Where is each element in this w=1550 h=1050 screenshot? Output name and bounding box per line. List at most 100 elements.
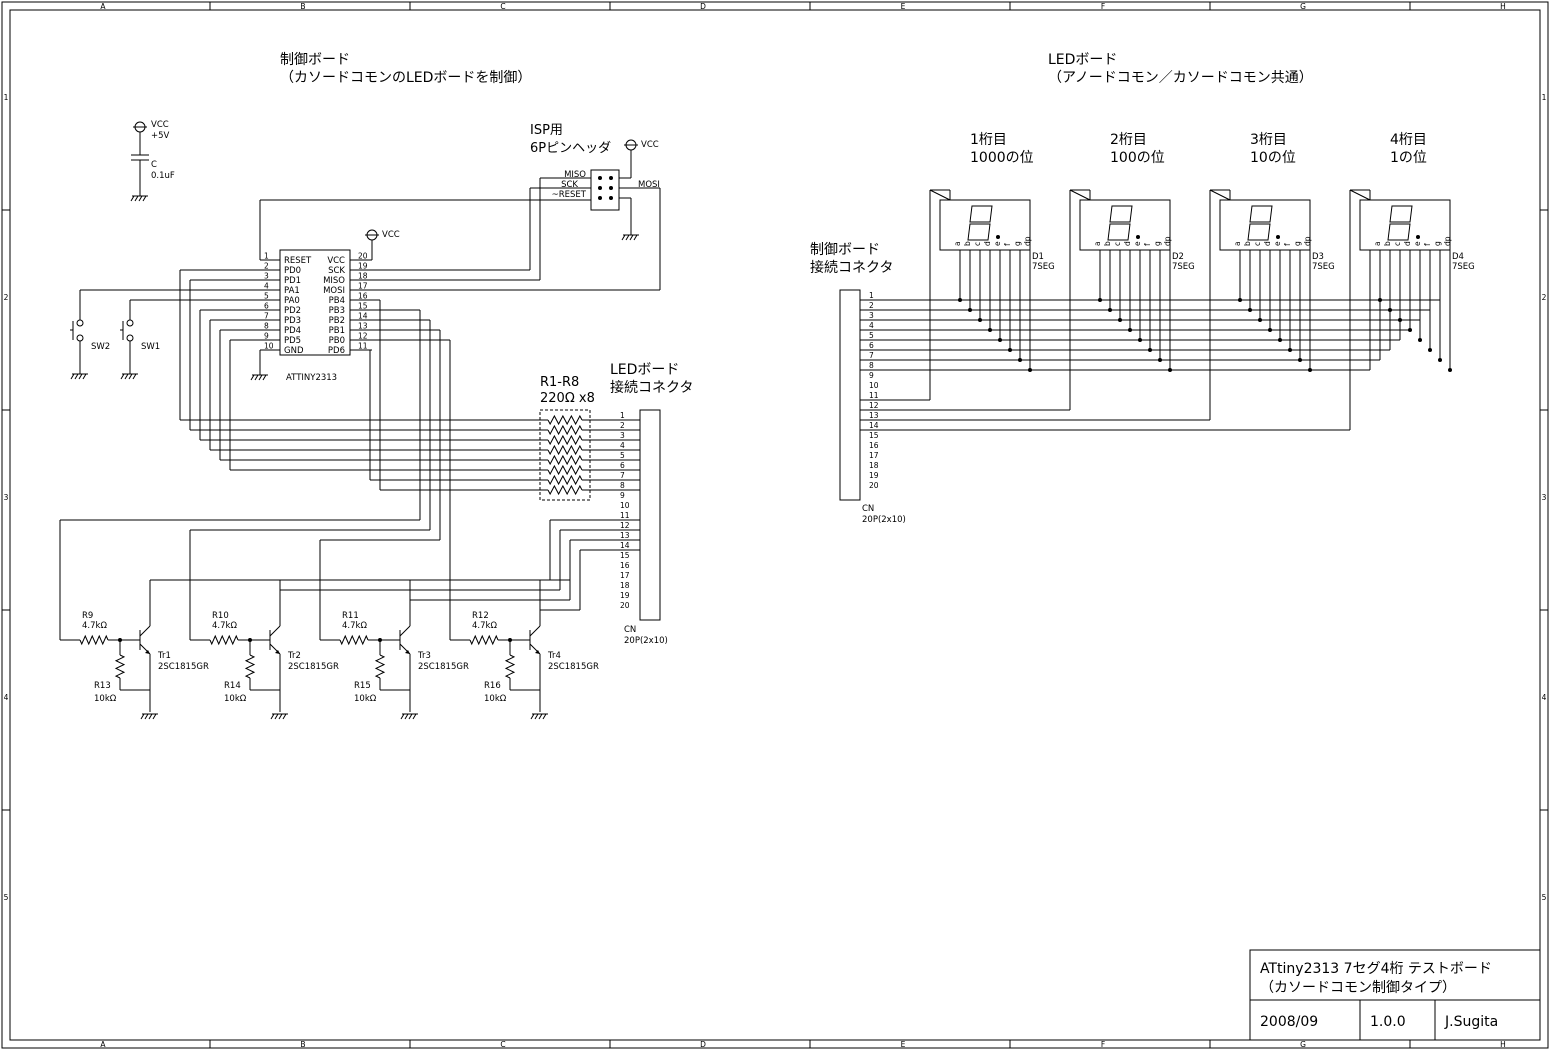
ctrl-connector-subtitle: 接続コネクタ bbox=[810, 259, 893, 276]
resistor-array-ref: R1-R8 bbox=[540, 375, 579, 390]
junction-dot bbox=[1438, 358, 1442, 362]
control-board-subtitle: （カソードコモンのLEDボードを制御） bbox=[280, 70, 531, 86]
transistor-part: 2SC1815GR bbox=[548, 662, 599, 672]
pulldown-resistor-value: 10kΩ bbox=[484, 694, 507, 704]
ground-hatch bbox=[282, 713, 287, 720]
led-board-connector: LEDボード 接続コネクタ 12345678910111213141516171… bbox=[610, 362, 693, 646]
emitter-arrow bbox=[275, 650, 280, 654]
transistor-part: 2SC1815GR bbox=[418, 662, 469, 672]
digit-position-label: 4桁目 bbox=[1390, 132, 1427, 148]
transistor-ref: Tr1 bbox=[157, 651, 171, 661]
segment-pin-label: c bbox=[1113, 242, 1122, 246]
seven-segment-display bbox=[1359, 199, 1451, 251]
segment-pin-label: b bbox=[963, 241, 972, 246]
digit-place-label: 100の位 bbox=[1110, 150, 1165, 166]
segment-pin-label: c bbox=[1393, 242, 1402, 246]
base-resistor-ref: R12 bbox=[472, 611, 489, 621]
mcu-pin-name: VCC bbox=[327, 256, 345, 266]
frame-row-label: 4 bbox=[1542, 693, 1547, 702]
segment-pin-label: f bbox=[1283, 243, 1292, 246]
frame-column-label: D bbox=[700, 2, 706, 11]
mcu-body bbox=[279, 249, 351, 356]
digit-ref: D3 bbox=[1312, 252, 1324, 262]
mcu-pin-number: 19 bbox=[358, 262, 368, 271]
transistor-collector bbox=[529, 625, 541, 637]
pulldown-resistor bbox=[374, 654, 386, 679]
segment-pin-label: e bbox=[1133, 241, 1142, 246]
ground-hatch bbox=[270, 713, 275, 720]
mcu-pin-name: PB1 bbox=[329, 326, 345, 336]
segment-pin-label: e bbox=[1273, 241, 1282, 246]
connector-pin-number: 2 bbox=[620, 421, 625, 430]
frame-column-label: F bbox=[1101, 1040, 1105, 1049]
transistor-collector bbox=[399, 625, 411, 637]
isp-pin-miso: MISO bbox=[564, 170, 586, 180]
digit-ref: D4 bbox=[1452, 252, 1464, 262]
pulldown-resistor-value: 10kΩ bbox=[94, 694, 117, 704]
mcu-pin-number: 14 bbox=[358, 312, 368, 321]
decimal-point bbox=[996, 235, 1000, 239]
digit-ref: D2 bbox=[1172, 252, 1184, 262]
junction-dot bbox=[1448, 368, 1452, 372]
digit-type: 7SEG bbox=[1452, 262, 1475, 272]
segment-pin-label: dp bbox=[1163, 236, 1172, 246]
connector-pin-number: 18 bbox=[869, 461, 879, 470]
connector-pin-number: 16 bbox=[620, 561, 630, 570]
mcu-pin-number: 20 bbox=[358, 252, 368, 261]
isp-subtitle: 6Pピンヘッダ bbox=[530, 141, 611, 156]
seven-segment-display bbox=[1219, 199, 1311, 251]
connector-pin-number: 8 bbox=[620, 481, 625, 490]
frame-column-label: E bbox=[901, 1040, 906, 1049]
base-resistor-value: 4.7kΩ bbox=[342, 621, 367, 631]
digit-8-glyph bbox=[1387, 205, 1413, 241]
control-board-title: 制御ボード bbox=[280, 52, 350, 68]
isp-vcc-label: VCC bbox=[641, 140, 659, 150]
connector-pin-number: 13 bbox=[869, 411, 879, 420]
emitter-arrow bbox=[535, 650, 540, 654]
connector-body bbox=[839, 289, 861, 501]
led-connector-subtitle: 接続コネクタ bbox=[610, 379, 693, 396]
segment-pin-label: dp bbox=[1023, 236, 1032, 246]
connector-pin-number: 5 bbox=[620, 451, 625, 460]
isp-pin-mosi: MOSI bbox=[638, 180, 660, 190]
digit-ref: D1 bbox=[1032, 252, 1044, 262]
ground-hatch bbox=[278, 713, 283, 720]
frame-row-label: 5 bbox=[4, 893, 9, 902]
connector-pin-number: 14 bbox=[869, 421, 879, 430]
ground-hatch bbox=[148, 713, 153, 720]
segment-pin-label: a bbox=[1373, 241, 1382, 246]
digit-8-glyph bbox=[967, 205, 993, 241]
digit-type: 7SEG bbox=[1312, 262, 1335, 272]
mcu-pin-number: 17 bbox=[358, 282, 368, 291]
base-resistor-value: 4.7kΩ bbox=[472, 621, 497, 631]
ground-icon bbox=[530, 713, 548, 720]
connector-pin-number: 6 bbox=[620, 461, 625, 470]
connector-pin-number: 1 bbox=[869, 291, 874, 300]
pulldown-resistor-ref: R15 bbox=[354, 681, 371, 691]
segment-pin-label: c bbox=[1253, 242, 1262, 246]
connector-pin-number: 6 bbox=[869, 341, 874, 350]
resistor-array-value: 220Ω x8 bbox=[540, 391, 595, 406]
connector-pin-number: 19 bbox=[869, 471, 879, 480]
segment-resistor bbox=[547, 424, 583, 436]
segment-resistor bbox=[547, 484, 583, 496]
switch-sw1-label: SW1 bbox=[141, 342, 160, 352]
mcu-pin-name: PD6 bbox=[328, 346, 345, 356]
connector-pin-number: 16 bbox=[869, 441, 879, 450]
digit-place-label: 10の位 bbox=[1250, 150, 1296, 166]
ground-hatch bbox=[408, 713, 413, 720]
connector-pin-number: 20 bbox=[620, 601, 630, 610]
frame-row-label: 3 bbox=[1542, 493, 1547, 502]
connector-ref: CN bbox=[862, 504, 874, 514]
transistor-ref: Tr3 bbox=[417, 651, 431, 661]
voltage-label: +5V bbox=[151, 131, 170, 141]
isp-header: ISP用 6Pピンヘッダ MISO SCK ~RESET MOSI VCC bbox=[259, 123, 661, 291]
segment-pin-label: g bbox=[1153, 241, 1162, 246]
segment-pin-label: c bbox=[973, 242, 982, 246]
mcu-name: ATTINY2313 bbox=[286, 373, 337, 383]
pulldown-resistor-value: 10kΩ bbox=[354, 694, 377, 704]
